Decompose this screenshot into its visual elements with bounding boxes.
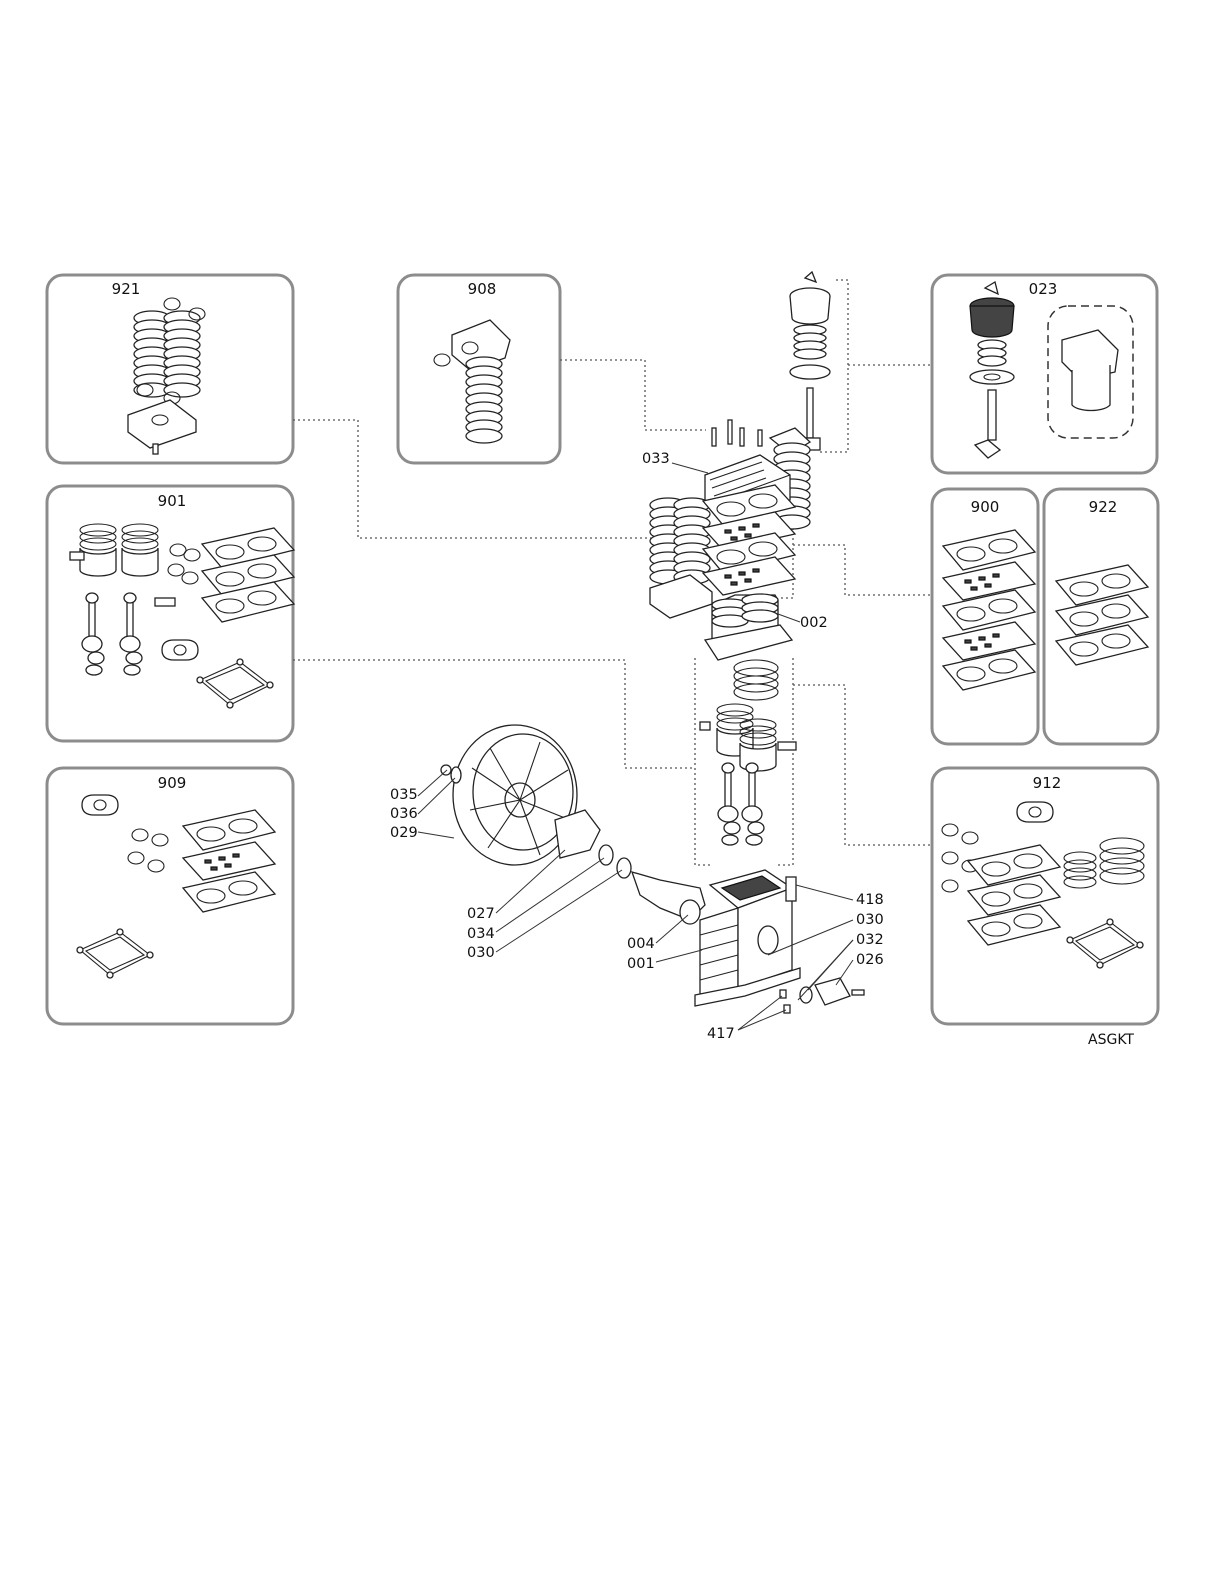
panel-900-label: 900: [971, 498, 1000, 516]
callout-029: 029: [390, 825, 418, 841]
connector-lines: [293, 280, 932, 865]
panel-900[interactable]: 900: [932, 489, 1038, 744]
callout-001: 001: [627, 956, 655, 972]
panel-921[interactable]: 921: [47, 275, 293, 463]
panel-908[interactable]: 908: [398, 275, 560, 463]
panel-901[interactable]: 901: [47, 486, 294, 741]
panel-908-label: 908: [468, 280, 497, 298]
callout-035: 035: [390, 787, 418, 803]
diagram-code: ASGKT: [1088, 1032, 1134, 1048]
callout-004: 004: [627, 936, 655, 952]
callout-036: 036: [390, 806, 418, 822]
callout-002: 002: [800, 615, 828, 631]
panel-922-label: 922: [1089, 498, 1118, 516]
panel-922[interactable]: 922: [1044, 489, 1158, 744]
callout-033: 033: [642, 451, 670, 467]
panel-023-label: 023: [1029, 280, 1058, 298]
panel-921-label: 921: [112, 280, 141, 298]
panel-909-label: 909: [158, 774, 187, 792]
panel-912-label: 912: [1033, 774, 1062, 792]
callout-labels: 033 002 035 036 029 027 034 030 004 001 …: [390, 451, 884, 1042]
callout-030-left: 030: [467, 945, 495, 961]
callout-034: 034: [467, 926, 495, 942]
callout-026: 026: [856, 952, 884, 968]
callout-030-right: 030: [856, 912, 884, 928]
callout-418: 418: [856, 892, 884, 908]
callout-027: 027: [467, 906, 495, 922]
panel-909[interactable]: 909: [47, 768, 293, 1024]
callout-032: 032: [856, 932, 884, 948]
panel-912[interactable]: 912: [932, 768, 1158, 1024]
panel-023[interactable]: 023: [932, 275, 1157, 473]
callout-417: 417: [707, 1026, 735, 1042]
panel-901-label: 901: [158, 492, 187, 510]
